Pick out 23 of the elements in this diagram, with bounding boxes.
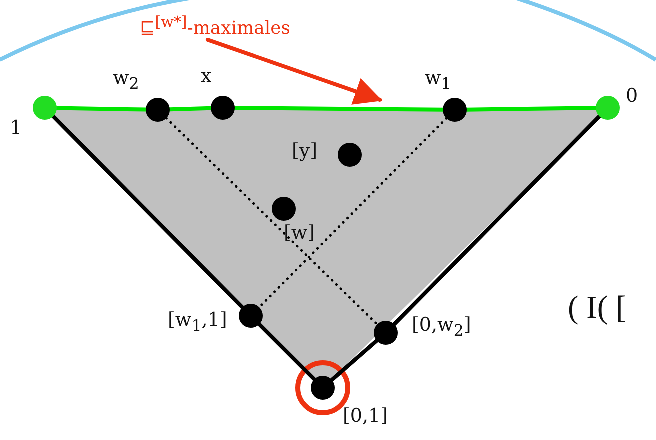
point-label: 1: [10, 118, 22, 139]
point-label: w$_{1}$: [425, 68, 452, 92]
point-label: [0,w$_{2}$]: [412, 315, 472, 340]
leader-arrow: [206, 38, 383, 105]
line-segment: [257, 322, 317, 382]
cut-off-text: ( I( [: [568, 290, 627, 326]
point-label: 0: [626, 86, 638, 107]
dotted-line: [258, 117, 448, 309]
point-label: [w$_{1}$,1]: [168, 310, 228, 334]
line-segment: [392, 114, 602, 326]
line-segment: [51, 114, 245, 310]
line-segment: [330, 338, 379, 382]
point-label: [w]: [284, 223, 316, 244]
point-label: [0,1]: [343, 406, 388, 427]
line-segment: [55, 106, 148, 112]
line-segment: [465, 106, 598, 112]
annotation-text: ⊑$^{[w*]}$-maximales: [140, 14, 291, 39]
dotted-line: [165, 117, 379, 326]
line-segment: [233, 106, 445, 112]
point-label: x: [201, 66, 212, 87]
point-label: w$_{2}$: [113, 68, 140, 92]
point-label: [y]: [292, 141, 318, 162]
line-segment: [168, 106, 213, 112]
